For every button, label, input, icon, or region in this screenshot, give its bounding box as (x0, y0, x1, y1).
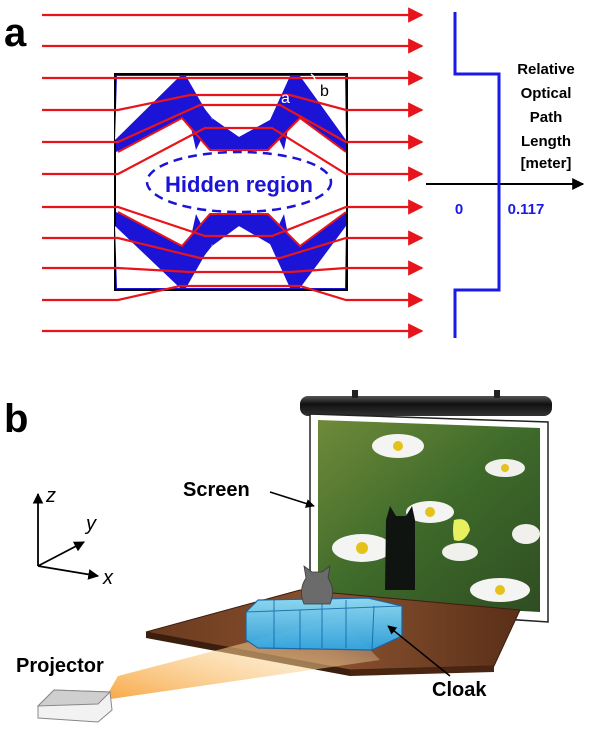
screen-hook (352, 390, 358, 398)
cloak-label: Cloak (432, 679, 487, 701)
axis-z-label: z (45, 485, 56, 507)
axis-title-line: Relative (517, 61, 575, 78)
axis-title-line: Length (521, 133, 571, 150)
hidden-region-label: Hidden region (165, 172, 313, 197)
cat-silhouette (385, 506, 415, 590)
cloak-device (245, 565, 403, 651)
panel-a-label: a (4, 11, 27, 55)
screen-roller (300, 396, 552, 416)
cloak-blue-wedge (180, 214, 212, 286)
light-ray (42, 284, 424, 308)
axis-title-line: Path (530, 109, 563, 126)
light-ray (42, 260, 424, 276)
projector-label: Projector (16, 655, 104, 677)
light-rays (42, 7, 424, 339)
cloak-blue-wedge (212, 214, 270, 246)
cat-figure (301, 565, 333, 605)
screen-hook (494, 390, 500, 398)
cloak-label-leader (387, 625, 451, 677)
axis-x-line (37, 565, 100, 580)
coordinate-axes (32, 492, 100, 580)
light-ray (42, 199, 424, 238)
butterfly-image (453, 519, 470, 541)
cloak-white-region (116, 118, 346, 246)
angle-b-label: b (320, 83, 329, 100)
projector (36, 689, 113, 723)
tick-value-label: 0.117 (508, 201, 545, 218)
optical-path-curve (453, 12, 501, 338)
light-ray (42, 126, 424, 182)
cloak-glass-body (245, 597, 403, 651)
projector-top (36, 689, 112, 707)
angle-a-label: a (281, 90, 290, 107)
table-edge (350, 666, 494, 676)
axis-x-label: x (102, 567, 114, 589)
cloak-blue-wedge (270, 214, 298, 286)
screen-label-leader (269, 491, 315, 508)
axis-title-line: Optical (521, 85, 572, 102)
light-ray (42, 103, 424, 150)
panel-b-label: b (4, 397, 28, 441)
cloak-white-region (186, 76, 290, 137)
hidden-region-ellipse (145, 150, 333, 214)
axis-title-line: [meter] (521, 155, 572, 172)
light-ray (42, 230, 424, 260)
cloak-white-region (115, 76, 180, 140)
axis-y-line (37, 541, 85, 567)
inner-ray-paths (117, 116, 347, 248)
cloak-blue-wedge (212, 118, 270, 150)
cloak-white-region (300, 76, 346, 140)
light-ray (117, 116, 347, 153)
axis-y-label: y (84, 513, 97, 535)
angle-b-arc (310, 73, 316, 89)
screen-label: Screen (183, 479, 250, 501)
projection-screen (300, 390, 552, 623)
light-ray (117, 211, 347, 248)
flower-image (332, 434, 540, 602)
optical-path-plot: Relative Optical Path Length [meter] 0 0… (426, 12, 585, 338)
light-ray (42, 93, 424, 118)
tick-zero-label: 0 (455, 201, 463, 218)
